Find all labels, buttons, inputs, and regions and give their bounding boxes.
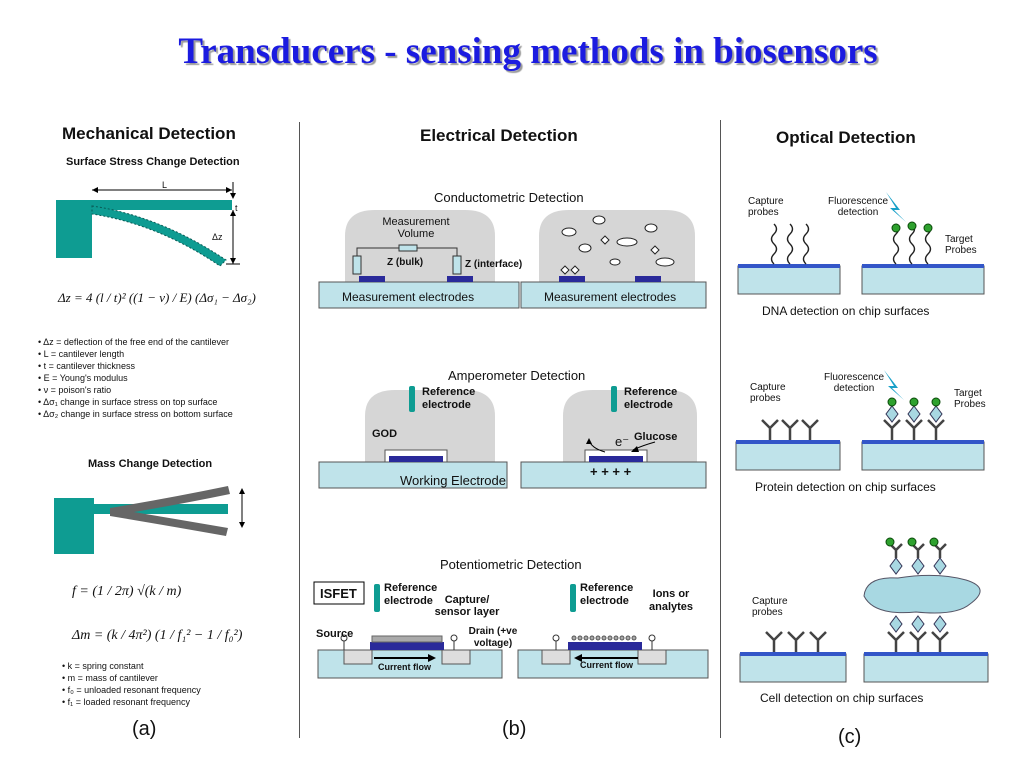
protein-chip-right <box>861 441 985 471</box>
cantilever-beam-ref <box>92 200 232 210</box>
protein-detection-diagram <box>735 370 985 471</box>
mass-change-equation: Δm = (k / 4π²) (1 / f₁² − 1 / f₀²) <box>72 628 243 643</box>
mechanical-heading: Mechanical Detection <box>62 124 236 143</box>
glucose-label: Glucose <box>634 431 678 443</box>
conductometric-title: Conductometric Detection <box>434 190 584 205</box>
cantilever-bent-beam <box>91 205 227 267</box>
measurement-electrodes-right: Measurement electrodes <box>544 290 677 304</box>
amperometer-diagram <box>318 386 707 489</box>
electron-label: e⁻ <box>615 434 630 449</box>
ampero-dome-left <box>365 390 495 462</box>
capture-sensor-layer-left <box>371 635 443 643</box>
figure-label-a: (a) <box>132 718 157 740</box>
isfet-box <box>313 581 365 605</box>
capture-probes-protein: Capture probes <box>750 382 786 404</box>
current-flow-left: Current flow <box>378 662 431 672</box>
z-bulk-label: Z (bulk) <box>387 257 424 268</box>
source-label: Source <box>316 628 354 640</box>
legend1-item: • Δz = deflection of the free end of the… <box>38 337 230 347</box>
ampero-dome-right <box>563 390 697 462</box>
ions-label: Ions or analytes <box>648 588 694 613</box>
conducto-substrate-right <box>520 281 707 309</box>
potentio-ref-label-left: Reference electrode <box>384 582 438 607</box>
potentiometric-diagram <box>313 581 709 679</box>
god-label: GOD <box>372 428 398 440</box>
frequency-equation: f = (1 / 2π) √(k / m) <box>72 584 182 599</box>
protein-chip-left <box>735 441 841 471</box>
cantilever-deflection-diagram <box>56 182 240 267</box>
cell-body <box>863 574 981 614</box>
dna-caption: DNA detection on chip surfaces <box>762 304 930 318</box>
mass-cantilever-down <box>110 508 228 536</box>
capture-probes-dna: Capture probes <box>748 196 784 218</box>
label-dz: Δz <box>212 232 223 242</box>
cell-detection-diagram <box>739 537 989 683</box>
surface-stress-title: Surface Stress Change Detection <box>66 156 240 168</box>
ref-electrode-label-right: Reference electrode <box>624 386 678 411</box>
slide-title: Transducers - sensing methods in biosens… <box>178 31 878 72</box>
dna-chip-left <box>737 265 841 295</box>
protein-caption: Protein detection on chip surfaces <box>755 480 936 494</box>
mass-legend: • k = spring constant • m = mass of cant… <box>62 660 292 708</box>
legend1-item: • E = Young's modulus <box>38 373 128 383</box>
legend2-item: • f₀ = unloaded resonant frequency <box>62 685 201 695</box>
deflection-legend: • Δz = deflection of the free end of the… <box>38 336 288 420</box>
optical-heading: Optical Detection <box>776 128 916 147</box>
current-flow-right: Current flow <box>580 660 633 670</box>
figure-label-c: (c) <box>838 726 862 748</box>
measurement-volume-label: Measurement Volume <box>382 216 450 240</box>
figure-label-b: (b) <box>502 718 527 740</box>
plus-signs: + + + + <box>590 464 632 479</box>
target-probes-dna: Target Probes <box>945 234 977 256</box>
reference-electrode-left <box>409 386 415 412</box>
legend2-item: • f₁ = loaded resonant frequency <box>62 697 191 707</box>
reference-electrode-right <box>611 386 617 412</box>
label-L: L <box>162 180 168 190</box>
amperometer-title: Amperometer Detection <box>448 368 586 383</box>
target-probes-protein: Target Probes <box>954 388 986 410</box>
fluorescence-bolt-dna <box>886 192 906 222</box>
mass-cantilever-up <box>110 486 230 516</box>
potentio-ref-electrode-right <box>570 584 576 612</box>
isfet-label: ISFET <box>320 586 357 601</box>
measurement-electrodes-left: Measurement electrodes <box>342 290 475 304</box>
dna-chip-right <box>861 265 985 295</box>
cantilever-base <box>56 200 92 258</box>
ref-electrode-label-left: Reference electrode <box>422 386 476 411</box>
mass-change-title: Mass Change Detection <box>88 458 213 470</box>
capture-sensor-layer-label: Capture/ sensor layer <box>434 594 500 618</box>
divider-left <box>299 122 300 738</box>
fluorescence-bolt-protein <box>884 370 904 400</box>
capture-probes-cell: Capture probes <box>752 596 788 618</box>
cell-caption: Cell detection on chip surfaces <box>760 691 924 705</box>
fluorescence-dna: Fluorescence detection <box>827 196 889 218</box>
conductometric-diagram <box>318 210 707 309</box>
cell-chip-right <box>863 653 989 683</box>
drain-label: Drain (+ve voltage) <box>468 626 518 649</box>
legend1-item: • L = cantilever length <box>38 349 125 359</box>
mass-cantilever-base <box>54 498 94 554</box>
mass-cantilever-diagram <box>54 486 245 554</box>
legend2-item: • m = mass of cantilever <box>62 673 158 683</box>
deflection-equation: Δz = 4 (l / t)² ((1 − ν) / E) (Δσ₁ − Δσ₂… <box>58 290 256 305</box>
ampero-substrate-left <box>318 461 508 489</box>
divider-right <box>720 120 721 738</box>
label-t: t <box>235 203 238 213</box>
potentio-ref-electrode-left <box>374 584 380 612</box>
z-interface-label: Z (interface) <box>465 259 523 270</box>
legend1-item: • Δσ₂ change in surface stress on bottom… <box>38 409 233 419</box>
legend1-item: • t = cantilever thickness <box>38 361 135 371</box>
working-electrode-label: Working Electrode <box>400 473 506 488</box>
legend1-item: • Δσ₁ change in surface stress on top su… <box>38 397 218 407</box>
dna-detection-diagram <box>737 192 985 295</box>
electrical-heading: Electrical Detection <box>420 126 578 145</box>
cell-chip-left <box>739 653 847 683</box>
potentiometric-title: Potentiometric Detection <box>440 557 582 572</box>
fluorescence-protein: Fluorescence detection <box>823 372 885 394</box>
conducto-substrate-left <box>318 281 520 309</box>
legend2-item: • k = spring constant <box>62 661 144 671</box>
legend1-item: • ν = poison's ratio <box>38 385 112 395</box>
potentio-ref-label-right: Reference electrode <box>580 582 634 607</box>
